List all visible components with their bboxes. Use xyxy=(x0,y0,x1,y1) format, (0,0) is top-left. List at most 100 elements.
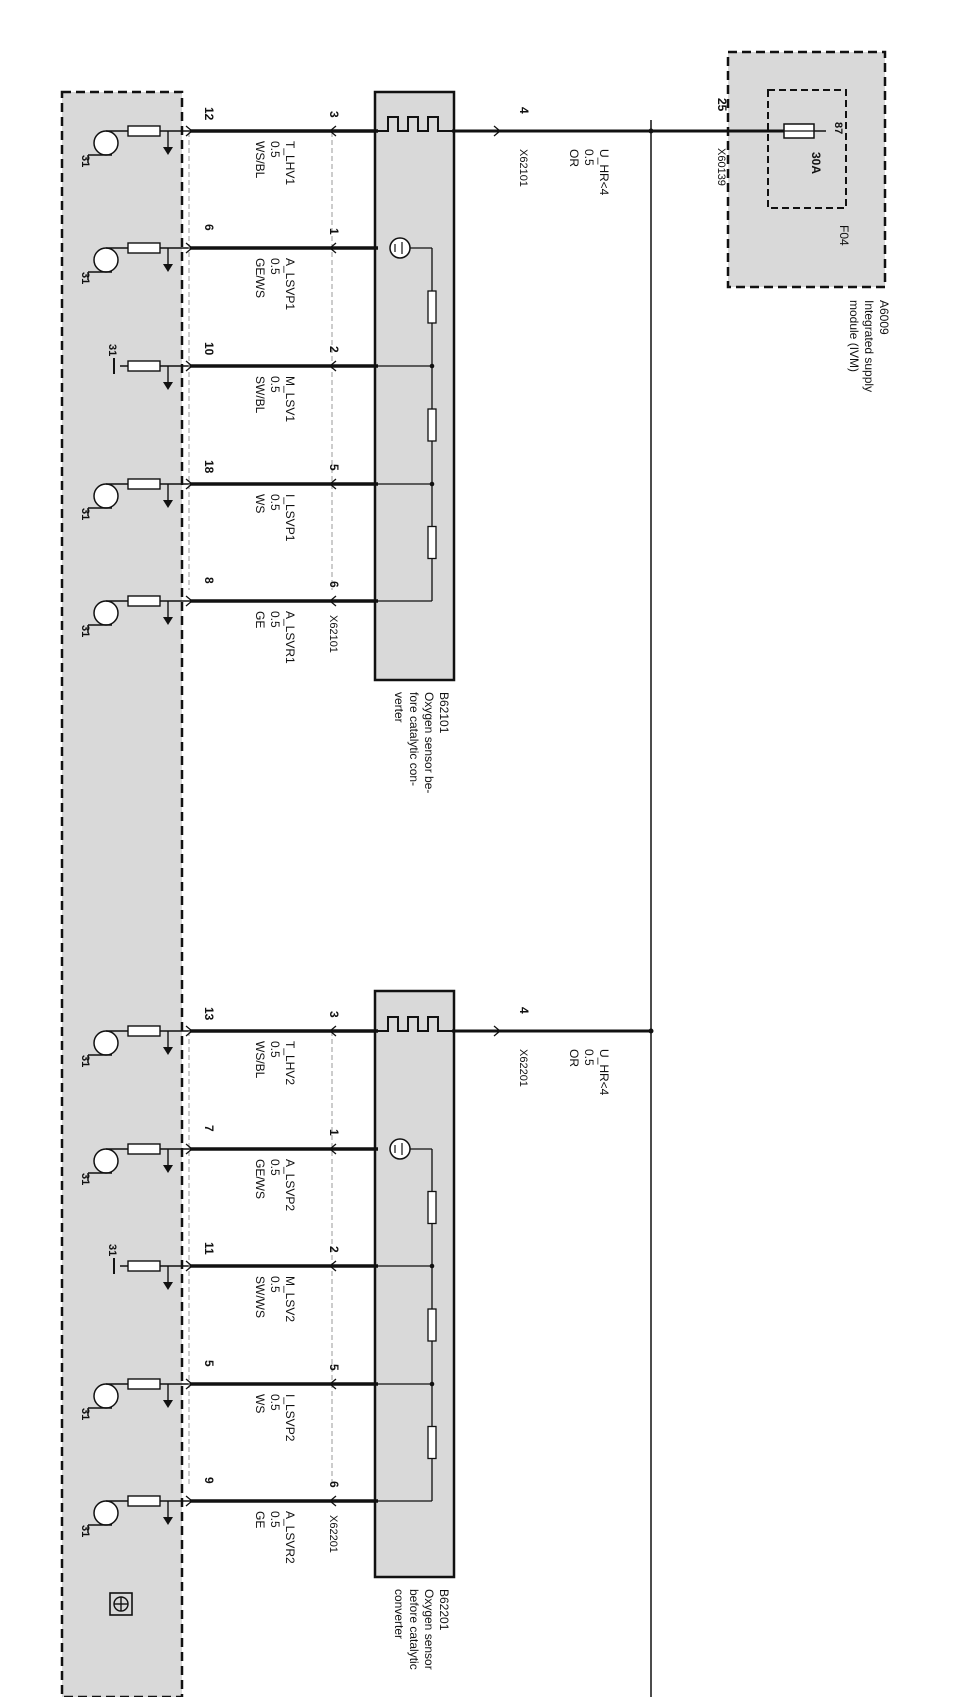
diode-icon xyxy=(163,617,173,625)
supply-connector-label: X62201 xyxy=(517,1049,529,1087)
ground-module-icon xyxy=(109,1592,133,1616)
sensor-pin-number: 6 xyxy=(327,581,341,588)
diode-icon xyxy=(163,382,173,390)
wire-name: A_LSVR2 xyxy=(283,1511,297,1564)
wire-color: WS/BL xyxy=(253,141,267,179)
control-module-box xyxy=(60,90,184,1699)
sensor-pin-arrow xyxy=(328,1143,337,1155)
ivm-fuse-block xyxy=(767,89,847,209)
wire-gauge: 0.5 xyxy=(268,1511,282,1528)
module-pin-arrow xyxy=(185,1378,194,1390)
internal-resistor-icon xyxy=(427,1190,437,1225)
wire-name: A_LSVR1 xyxy=(283,611,297,664)
diode-icon xyxy=(163,1400,173,1408)
internal-resistor-icon xyxy=(427,290,437,324)
sensor-pin-arrow xyxy=(328,125,337,137)
resistor-icon xyxy=(127,595,161,607)
sensor-pin-arrow xyxy=(328,1378,337,1390)
module-driver-circuit: 31 xyxy=(79,1025,190,1067)
ground-label: 31 xyxy=(79,1408,91,1420)
sensor-id-label: B62201 xyxy=(437,1589,451,1631)
supply-wire-color: OR xyxy=(567,149,581,167)
module-driver-circuit: 31 xyxy=(79,242,190,284)
wire-color: WS xyxy=(253,494,267,513)
module-pin-number: 18 xyxy=(202,460,216,474)
sensor-pin-number: 5 xyxy=(327,1364,341,1371)
ground-label: 31 xyxy=(79,272,91,284)
supply-pin-number: 4 xyxy=(517,107,531,114)
module-pin-arrow xyxy=(185,595,194,607)
resistor-icon xyxy=(127,360,161,372)
sensor-pin-number: 1 xyxy=(327,1129,341,1136)
ivm-desc-line2: module (IVM) xyxy=(847,300,861,372)
ivm-module-box xyxy=(726,50,887,289)
module-pin-number: 5 xyxy=(202,1360,216,1367)
ground-label: 31 xyxy=(79,1055,91,1067)
supply-connector-label: X62101 xyxy=(517,149,529,187)
supply-pin-arrow xyxy=(493,125,502,137)
module-pin-arrow xyxy=(185,125,194,137)
sensor-desc-line2: fore catalytic con- xyxy=(407,692,421,786)
module-driver-circuit: 31 xyxy=(106,1244,190,1290)
fuse-id-label: F04 xyxy=(837,225,851,246)
transistor-icon xyxy=(93,247,119,273)
wire-color: SW/WS xyxy=(253,1276,267,1318)
supply-wire-name: U_HR<4 xyxy=(597,1049,611,1096)
supply-wire-gauge: 0.5 xyxy=(582,149,596,166)
wire-gauge: 0.5 xyxy=(268,1159,282,1176)
module-pin-arrow xyxy=(185,360,194,372)
wire-name: T_LHV1 xyxy=(283,141,297,185)
sensor-desc-line1: Oxygen sensor xyxy=(422,1589,436,1670)
ground-label: 31 xyxy=(79,625,91,637)
module-pin-number: 6 xyxy=(202,224,216,231)
wire-gauge: 0.5 xyxy=(268,1276,282,1293)
diode-icon xyxy=(163,1282,173,1290)
wire-name: M_LSV1 xyxy=(283,376,297,422)
diode-icon xyxy=(163,264,173,272)
module-pin-arrow xyxy=(185,1143,194,1155)
wire-gauge: 0.5 xyxy=(268,141,282,158)
wire-gauge: 0.5 xyxy=(268,258,282,275)
diode-icon xyxy=(163,1517,173,1525)
module-pin-arrow xyxy=(185,1025,194,1037)
sensor-pin-number: 2 xyxy=(327,346,341,353)
sensor-pin-arrow xyxy=(328,478,337,490)
module-pin-number: 7 xyxy=(202,1125,216,1132)
resistor-icon xyxy=(127,478,161,490)
ivm-desc-line1: Integrated supply xyxy=(862,300,876,392)
resistor-icon xyxy=(127,1495,161,1507)
module-pin-number: 12 xyxy=(202,107,216,121)
sensor-pin-arrow xyxy=(328,1260,337,1272)
junction-dot xyxy=(429,1381,435,1387)
transistor-icon xyxy=(93,1383,119,1409)
sensor-pin-arrow xyxy=(328,242,337,254)
internal-resistor-icon xyxy=(427,408,437,442)
module-pin-arrow xyxy=(185,1495,194,1507)
sensor-desc-line2: before catalytic xyxy=(407,1589,421,1670)
transistor-icon xyxy=(93,600,119,626)
supply-wire-name: U_HR<4 xyxy=(597,149,611,196)
wire-gauge: 0.5 xyxy=(268,1041,282,1058)
transistor-icon xyxy=(93,483,119,509)
transistor-icon xyxy=(93,1030,119,1056)
module-pin-arrow xyxy=(185,242,194,254)
ivm-connector-label: X60139 xyxy=(715,148,727,186)
sensor-desc-line1: Oxygen sensor be- xyxy=(422,692,436,793)
diode-icon xyxy=(163,1165,173,1173)
wire-name: A_LSVP1 xyxy=(283,258,297,310)
bus-junction-2 xyxy=(648,1028,654,1034)
resistor-icon xyxy=(127,242,161,254)
module-driver-circuit: 31 xyxy=(79,125,190,167)
wire-color: GE/WS xyxy=(253,258,267,298)
supply-pin-number: 4 xyxy=(517,1007,531,1014)
sensor-connector-label: X62101 xyxy=(327,615,339,653)
module-pin-number: 10 xyxy=(202,342,216,356)
diode-icon xyxy=(163,500,173,508)
sensor1-box xyxy=(373,90,456,682)
resistor-icon xyxy=(127,125,161,137)
sensor-desc-line3: converter xyxy=(392,1589,406,1639)
